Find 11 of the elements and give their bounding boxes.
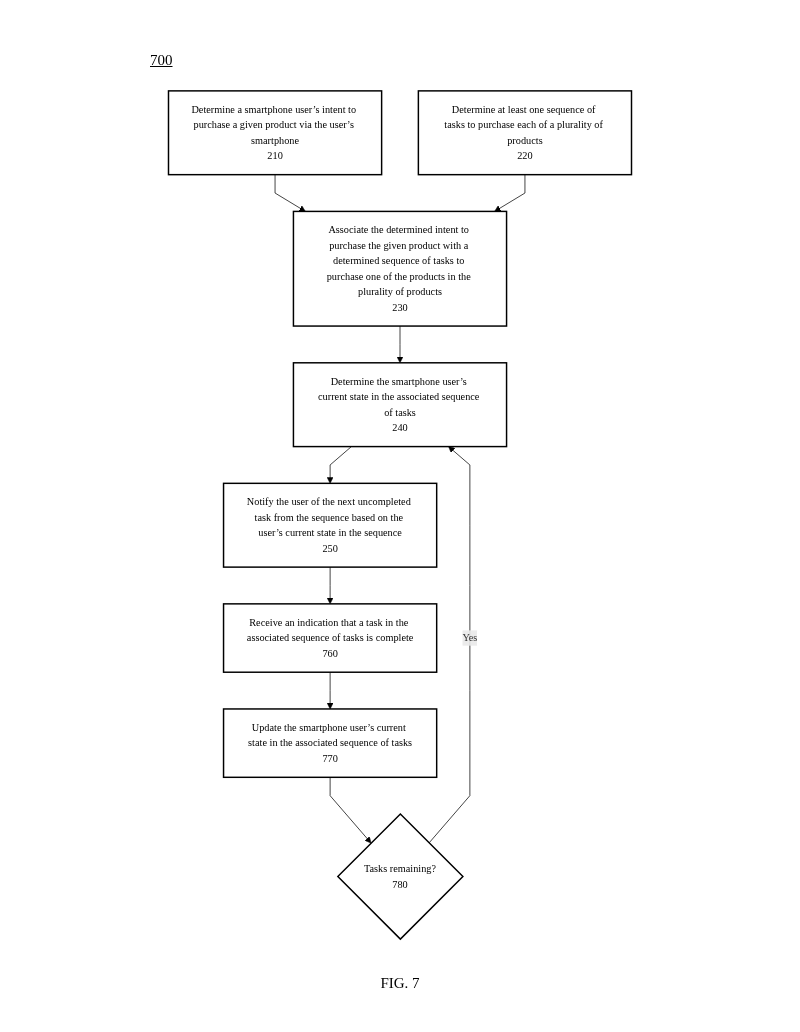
edge-label: Yes xyxy=(462,632,478,644)
node-box: Notify the user of the next uncompleted task from the sequence based on the user’s current state in the sequence 250 xyxy=(222,482,438,568)
node-box: Associate the determined intent to purchase the given product with a determined sequence of tasks to purchase one of the products in the plurality of products 230 xyxy=(292,210,508,327)
node-box: Update the smartphone user’s current state in the associated sequence of tasks 770 xyxy=(222,708,438,779)
node-box: Determine a smartphone user’s intent to purchase a given product via the user’s smartphone 210 xyxy=(167,90,383,176)
figure-number: 700 xyxy=(150,52,173,68)
figure-caption: FIG. 7 xyxy=(380,975,420,991)
node-box: Receive an indication that a task in the associated sequence of tasks is complete 760 xyxy=(222,603,438,673)
node-box: Determine at least one sequence of tasks to purchase each of a plurality of products 220 xyxy=(417,90,633,176)
node-diamond: Tasks remaining? 780 xyxy=(336,813,464,941)
node-box: Determine the smartphone user’s current state in the associated sequence of tasks 240 xyxy=(292,362,508,448)
